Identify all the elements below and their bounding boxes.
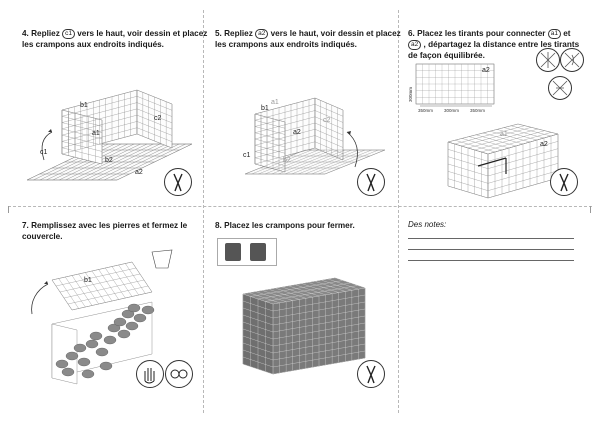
pliers-icon xyxy=(357,360,385,388)
safety-glasses-icon xyxy=(165,360,193,388)
svg-text:b1: b1 xyxy=(84,277,92,284)
step-8-diagram xyxy=(242,277,366,375)
column-divider xyxy=(398,10,399,413)
svg-text:c1: c1 xyxy=(243,152,251,159)
step-8-instruction: 8. Placez les crampons pour fermer. xyxy=(215,221,355,230)
pliers-icon xyxy=(164,168,192,196)
note-line[interactable] xyxy=(408,260,574,261)
spiral-connector-icon xyxy=(225,243,241,261)
stone xyxy=(55,359,69,369)
connector-examples xyxy=(217,238,277,266)
tie-rod-detail-icon xyxy=(536,48,560,72)
note-line[interactable] xyxy=(408,238,574,239)
step-4-diagram: b1 a1 c2 c1 b2 a2 xyxy=(26,89,193,181)
cut-mark xyxy=(590,206,591,213)
pliers-icon xyxy=(550,168,578,196)
stone xyxy=(65,351,79,361)
svg-text:a2: a2 xyxy=(540,141,548,148)
stone xyxy=(95,347,109,357)
panel-badge: a2 xyxy=(408,40,422,50)
svg-text:b2: b2 xyxy=(283,157,291,164)
stone xyxy=(81,369,95,379)
stone xyxy=(121,309,135,319)
svg-text:350mm: 350mm xyxy=(470,108,485,113)
svg-text:350mm: 350mm xyxy=(418,108,433,113)
clip-connector-icon xyxy=(250,243,266,261)
panel-badge: c1 xyxy=(62,29,75,39)
column-divider xyxy=(203,10,204,413)
gloves-icon xyxy=(136,360,164,388)
svg-text:a2: a2 xyxy=(482,67,490,74)
step-5-diagram: b1 a2 a1 c1 c2 b2 xyxy=(243,97,386,175)
svg-text:a2: a2 xyxy=(135,169,143,176)
tie-rod-detail-icon xyxy=(548,76,572,100)
stone xyxy=(99,361,113,371)
row-divider xyxy=(8,206,592,207)
step-5-instruction: 5. Repliez a2 vers le haut, voir dessin … xyxy=(215,29,401,49)
step-4-instruction: 4. Repliez c1 vers le haut, voir dessin … xyxy=(22,29,208,49)
step-7-panel: 7. Remplissez avec les pierres et fermez… xyxy=(22,220,212,415)
step-6-panel: 6. Placez les tirants pour connecter a1 … xyxy=(408,28,598,223)
note-line[interactable] xyxy=(408,249,574,250)
stone xyxy=(125,321,139,331)
svg-text:b1: b1 xyxy=(80,102,88,109)
stone xyxy=(107,323,121,333)
svg-text:a1: a1 xyxy=(92,130,100,137)
svg-text:b1: b1 xyxy=(261,105,269,112)
stone xyxy=(85,339,99,349)
svg-text:c2: c2 xyxy=(154,115,162,122)
panel-badge: a1 xyxy=(547,29,561,39)
svg-text:c2: c2 xyxy=(323,117,331,124)
stone xyxy=(141,305,155,315)
tie-rod-detail-icon xyxy=(560,48,584,72)
cut-mark xyxy=(8,206,9,213)
stone xyxy=(113,317,127,327)
stone xyxy=(133,313,147,323)
step-7-instruction: 7. Remplissez avec les pierres et fermez… xyxy=(22,221,188,241)
panel-badge: a2 xyxy=(255,29,269,39)
svg-text:a2: a2 xyxy=(293,129,301,136)
stone xyxy=(127,303,141,313)
step-6-instruction: 6. Placez les tirants pour connecter a1 … xyxy=(408,29,580,60)
svg-text:a1: a1 xyxy=(500,131,508,138)
svg-text:a1: a1 xyxy=(271,99,279,106)
step-4-panel: 4. Repliez c1 vers le haut, voir dessin … xyxy=(22,28,212,223)
pliers-icon xyxy=(357,168,385,196)
stone xyxy=(73,343,87,353)
notes-panel: Des notes: xyxy=(408,220,588,415)
step-7-diagram: b1 xyxy=(31,249,173,385)
stone xyxy=(103,335,117,345)
svg-text:300mm: 300mm xyxy=(408,87,413,102)
svg-text:b2: b2 xyxy=(105,157,113,164)
stone xyxy=(61,367,75,377)
step-8-panel: 8. Placez les crampons pour fermer. xyxy=(215,220,405,415)
step-5-panel: 5. Repliez a2 vers le haut, voir dessin … xyxy=(215,28,405,223)
stone xyxy=(77,357,91,367)
svg-text:300mm: 300mm xyxy=(444,108,459,113)
stone xyxy=(117,329,131,339)
stone xyxy=(89,331,103,341)
notes-title: Des notes: xyxy=(408,220,447,229)
svg-text:c1: c1 xyxy=(40,149,48,156)
